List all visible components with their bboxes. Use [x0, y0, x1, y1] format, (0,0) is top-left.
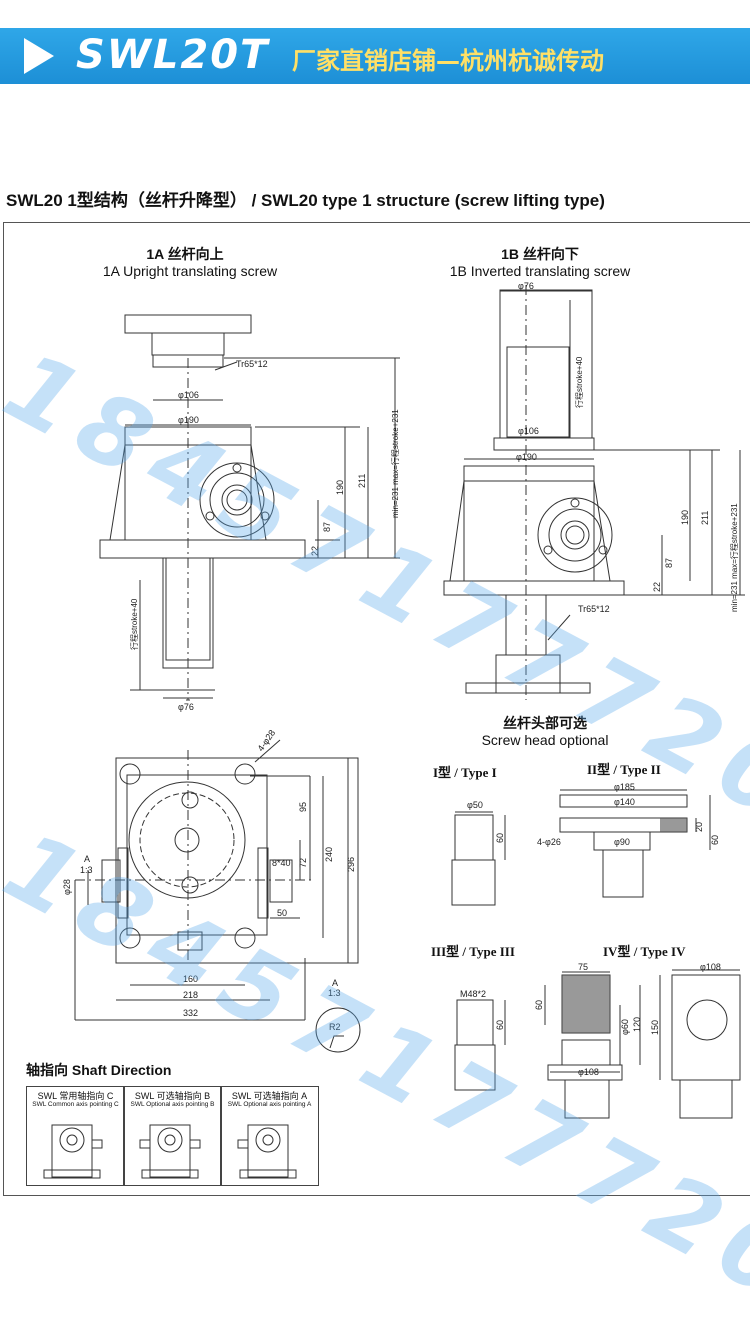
dim-t1-d50: φ50: [467, 800, 483, 810]
shaft-option-a: SWL 可选轴指向 A SWL Optional axis pointing A: [220, 1086, 319, 1186]
housing-flank: [109, 444, 267, 541]
shaft-option-b-cn: SWL 可选轴指向 B: [134, 1091, 211, 1101]
dim-1a-h190: 190: [335, 480, 345, 495]
dim-plan-h296: 296: [346, 857, 356, 872]
worm-flange: [199, 462, 275, 538]
view-1a-drawing: [99, 314, 400, 701]
dim-plan-h95: 95: [298, 802, 308, 812]
view-1a-title-cn: 1A 丝杆向上: [146, 246, 224, 262]
dim-1a-d190: φ190: [178, 415, 199, 425]
dim-1a-h22: 22: [310, 546, 320, 556]
dim-1b-h87: 87: [664, 558, 674, 568]
dim-1a-thread: Tr65*12: [236, 359, 268, 369]
dim-1a-stroke-range: min=231 max=行程stroke+231: [390, 409, 400, 518]
shaft-option-c-cn: SWL 常用轴指向 C: [37, 1091, 114, 1101]
dim-t2-d90: φ90: [614, 837, 630, 847]
dim-t2-d185: φ185: [614, 782, 635, 792]
dim-1b-d190: φ190: [516, 452, 537, 462]
top-plate: [124, 314, 252, 334]
dim-1b-thread: Tr65*12: [578, 604, 610, 614]
hatch-type2: [660, 818, 687, 832]
view-1b-drawing: [443, 285, 745, 700]
dim-t4-d108: φ108: [700, 962, 721, 972]
dim-plan-w50: 50: [277, 908, 287, 918]
detail-a-right: A: [332, 978, 338, 988]
dim-plan-w160: 160: [183, 974, 198, 984]
section-title: SWL20 1型结构（丝杆升降型） / SWL20 type 1 structu…: [6, 191, 605, 210]
scale-right: 1:3: [328, 988, 341, 998]
dim-1b-stroke: 行程stroke+40: [574, 356, 584, 408]
shop-name: 厂家直销店铺—杭州杭诚传动: [292, 47, 604, 75]
plan-view-drawing: [74, 739, 361, 1053]
dim-1a-d106: φ106: [178, 390, 199, 400]
play-arrow-icon: [24, 38, 54, 74]
type3-label: III型 / Type III: [431, 944, 515, 959]
shaft-option-b-en: SWL Optional axis pointing B: [130, 1101, 215, 1108]
dim-1b-h190: 190: [680, 510, 690, 525]
dim-t2-h60: 60: [710, 835, 720, 845]
dim-plan-d28: φ28: [62, 879, 72, 895]
dim-r2: R2: [329, 1022, 341, 1032]
dim-1b-h211: 211: [700, 511, 710, 525]
shaft-direction-drawings: [43, 1124, 297, 1179]
model-name: SWL20T: [76, 32, 270, 78]
dim-t2-holes: 4-φ26: [537, 837, 561, 847]
dim-t4-w75: 75: [578, 962, 588, 972]
dim-t3-thread: M48*2: [460, 989, 486, 999]
dim-t2-d140: φ140: [614, 797, 635, 807]
shaft-option-b: SWL 可选轴指向 B SWL Optional axis pointing B: [123, 1086, 222, 1186]
dim-1a-h87: 87: [322, 522, 332, 532]
dim-1a-d76: φ76: [178, 702, 194, 712]
dim-plan-h72: 72: [298, 858, 308, 868]
head-options-title-cn: 丝杆头部可选: [503, 715, 587, 731]
dim-plan-key: 8*40: [272, 858, 291, 868]
type1-label: I型 / Type I: [433, 765, 497, 780]
view-1b-title-cn: 1B 丝杆向下: [501, 246, 579, 262]
dim-1a-h211: 211: [357, 474, 367, 488]
dim-1b-d76: φ76: [518, 281, 534, 291]
dim-plan-h240: 240: [324, 847, 334, 862]
dim-plan-w218: 218: [183, 990, 198, 1000]
dim-1b-stroke-range: min=231 max=行程stroke+231: [729, 503, 739, 612]
dim-t4-h60: 60: [534, 1000, 544, 1010]
type2-label: II型 / Type II: [587, 762, 661, 777]
head-options-title-en: Screw head optional: [481, 732, 609, 748]
dim-1a-stroke: 行程stroke+40: [129, 598, 139, 650]
head-types-drawing: [451, 789, 741, 1119]
dim-plan-holes: 4-φ28: [255, 728, 277, 753]
screw-neck: [151, 332, 225, 356]
shaft-option-a-cn: SWL 可选轴指向 A: [231, 1091, 308, 1101]
type4-label: IV型 / Type IV: [603, 944, 686, 959]
dim-1b-h22: 22: [652, 582, 662, 592]
scale-left: 1:3: [80, 865, 93, 875]
base-plate: [99, 539, 306, 559]
technical-drawing: Tr65*12 φ106 φ190 190 211 87 22 min=231 …: [43, 281, 745, 1179]
dim-t4-h120: 120: [632, 1017, 642, 1032]
shaft-direction-title: 轴指向 Shaft Direction: [26, 1062, 172, 1078]
dim-t4-d60: φ60: [620, 1019, 630, 1035]
view-1b-title-en: 1B Inverted translating screw: [449, 263, 631, 279]
shaft-option-c: SWL 常用轴指向 C SWL Common axis pointing C: [26, 1086, 125, 1186]
shaft-option-a-en: SWL Optional axis pointing A: [227, 1101, 312, 1108]
dim-t4-h150: 150: [650, 1020, 660, 1035]
dim-t4-d108b: φ108: [578, 1067, 599, 1077]
dim-t3-h60: 60: [495, 1020, 505, 1030]
header-banner: SWL20T 厂家直销店铺—杭州杭诚传动: [0, 28, 750, 84]
shaft-option-c-en: SWL Common axis pointing C: [32, 1101, 119, 1108]
detail-a-left: A: [84, 854, 90, 864]
dim-t2-h20: 20: [694, 822, 704, 832]
dim-plan-w332: 332: [183, 1008, 198, 1018]
dim-1b-d106: φ106: [518, 426, 539, 436]
hatch-type4: [562, 975, 610, 1033]
view-1a-title-en: 1A Upright translating screw: [102, 263, 278, 279]
dim-t1-h60: 60: [495, 833, 505, 843]
